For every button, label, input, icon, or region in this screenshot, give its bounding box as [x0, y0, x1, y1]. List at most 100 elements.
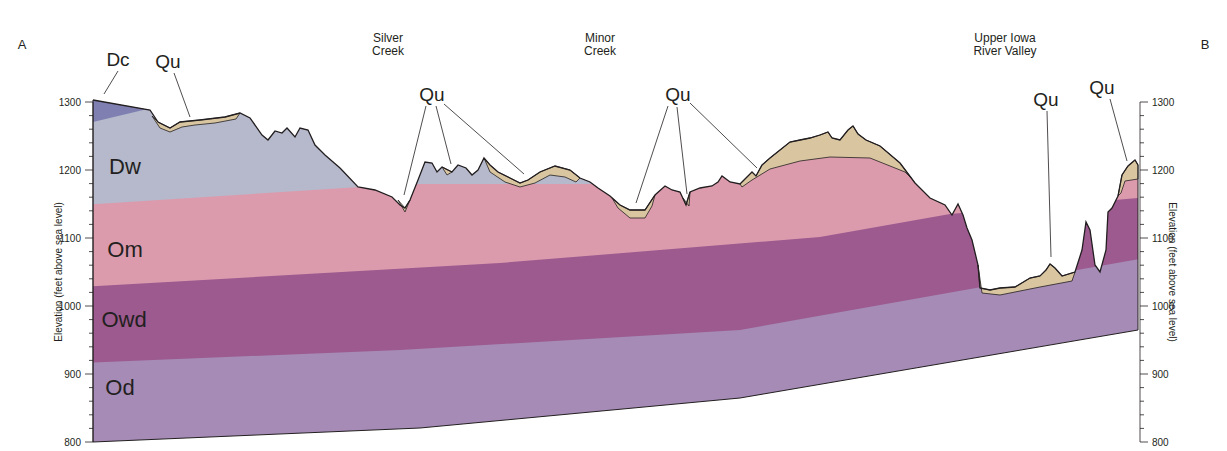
axis-tick [1140, 428, 1144, 429]
axis-tick [1140, 197, 1144, 198]
qu-deposit [740, 126, 912, 187]
axis-tick [1140, 442, 1148, 443]
axis-tick [1140, 115, 1144, 116]
unit-label: Om [107, 238, 142, 262]
unit-label: Dc [106, 50, 129, 71]
place-name: Silver Creek [361, 32, 416, 58]
axis-tick [1140, 251, 1144, 252]
axis-tick [1140, 238, 1148, 239]
axis-number: 1300 [59, 97, 81, 108]
leader-line [174, 73, 190, 117]
axis-line [93, 102, 94, 442]
axis-title: Elevation (feet above sea level) [1167, 202, 1178, 342]
axis-tick [1140, 156, 1144, 157]
section-end-label: B [1201, 38, 1210, 52]
axis-tick [85, 102, 93, 103]
unit-label: Qu [1089, 78, 1114, 99]
leader-line [436, 106, 451, 164]
leader-line [690, 103, 757, 168]
axis-line [1140, 102, 1141, 442]
qu-deposit [612, 195, 655, 218]
leader-line [104, 71, 118, 94]
axis-tick [1140, 333, 1144, 334]
leader-line [404, 106, 426, 195]
axis-tick [1140, 387, 1144, 388]
place-name: Upper Iowa River Valley [964, 32, 1046, 58]
axis-number: 1200 [59, 165, 81, 176]
leader-line [677, 107, 687, 194]
dc-unit [80, 0, 160, 125]
om-unit [80, 0, 1150, 287]
owd-unit [80, 0, 1150, 363]
axis-number: 900 [64, 369, 81, 380]
axis-tick [89, 278, 93, 279]
axis-tick [89, 129, 93, 130]
dw-unit [80, 0, 602, 205]
axis-tick [89, 401, 93, 402]
axis-tick [89, 197, 93, 198]
axis-tick [1140, 414, 1144, 415]
axis-tick [85, 374, 93, 375]
unit-label: Owd [101, 308, 146, 332]
axis-tick [1140, 292, 1144, 293]
axis-tick [85, 306, 93, 307]
axis-tick [1140, 102, 1148, 103]
axis-tick [1140, 210, 1144, 211]
axis-number: 1200 [1152, 165, 1174, 176]
axis-title: Elevation (feet above sea level) [53, 202, 64, 342]
axis-tick [1140, 306, 1148, 307]
axis-tick [89, 156, 93, 157]
axis-tick [1140, 183, 1144, 184]
axis-tick [85, 442, 93, 443]
section-end-label: A [18, 38, 27, 52]
axis-tick [89, 292, 93, 293]
axis-tick [1140, 374, 1148, 375]
axis-tick [1140, 129, 1144, 130]
axis-tick [1140, 401, 1144, 402]
axis-tick [89, 210, 93, 211]
leader-line [1047, 111, 1051, 257]
axis-tick [1140, 319, 1144, 320]
axis-tick [85, 238, 93, 239]
unit-label: Od [105, 376, 134, 400]
axis-number: 1300 [1152, 97, 1174, 108]
axis-tick [85, 170, 93, 171]
axis-tick [89, 387, 93, 388]
axis-tick [1140, 360, 1144, 361]
axis-tick [89, 360, 93, 361]
ground-surface [93, 100, 1138, 290]
axis-tick [89, 183, 93, 184]
axis-tick [89, 319, 93, 320]
axis-tick [89, 251, 93, 252]
unit-label: Qu [419, 85, 444, 106]
qu-deposits [152, 113, 1138, 295]
axis-tick [89, 414, 93, 415]
leader-line [636, 106, 668, 203]
axis-tick [1140, 224, 1144, 225]
leader-line [1110, 99, 1127, 161]
unit-label: Qu [155, 52, 180, 73]
unit-label: Qu [1033, 90, 1058, 111]
axis-number: 800 [1152, 437, 1169, 448]
axis-tick [1140, 170, 1148, 171]
section-outline [93, 100, 1138, 442]
elevation-axes [85, 102, 1148, 442]
axis-tick [89, 265, 93, 266]
place-name: Minor Creek [573, 32, 628, 58]
axis-number: 800 [64, 437, 81, 448]
unit-label: Qu [665, 85, 690, 106]
leader-line [444, 104, 524, 174]
axis-tick [89, 142, 93, 143]
axis-tick [89, 224, 93, 225]
axis-tick [89, 346, 93, 347]
axis-tick [1140, 346, 1144, 347]
axis-tick [1140, 278, 1144, 279]
axis-tick [89, 333, 93, 334]
axis-tick [89, 115, 93, 116]
axis-tick [89, 428, 93, 429]
